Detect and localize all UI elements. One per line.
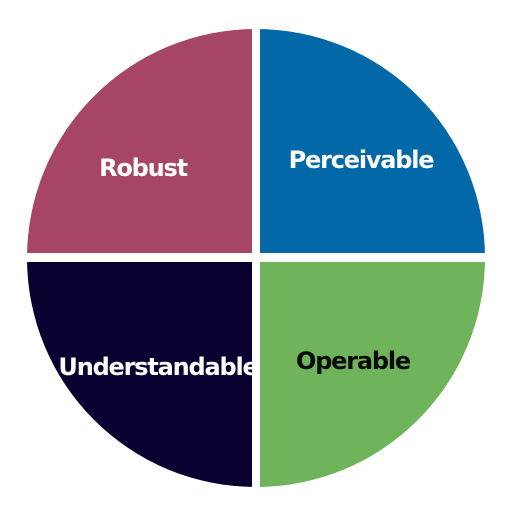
- quadrant-perceivable: [256, 29, 485, 258]
- quadrant-label-understandable: Understandable: [58, 353, 258, 381]
- quadrant-label-perceivable: Perceivable: [289, 146, 435, 174]
- horizontal-divider: [18, 253, 494, 262]
- quadrant-label-robust: Robust: [99, 154, 188, 182]
- quadrant-understandable: [27, 258, 256, 487]
- quadrant-robust: [27, 29, 256, 258]
- quadrant-operable: [256, 258, 485, 487]
- quadrant-label-operable: Operable: [296, 347, 411, 375]
